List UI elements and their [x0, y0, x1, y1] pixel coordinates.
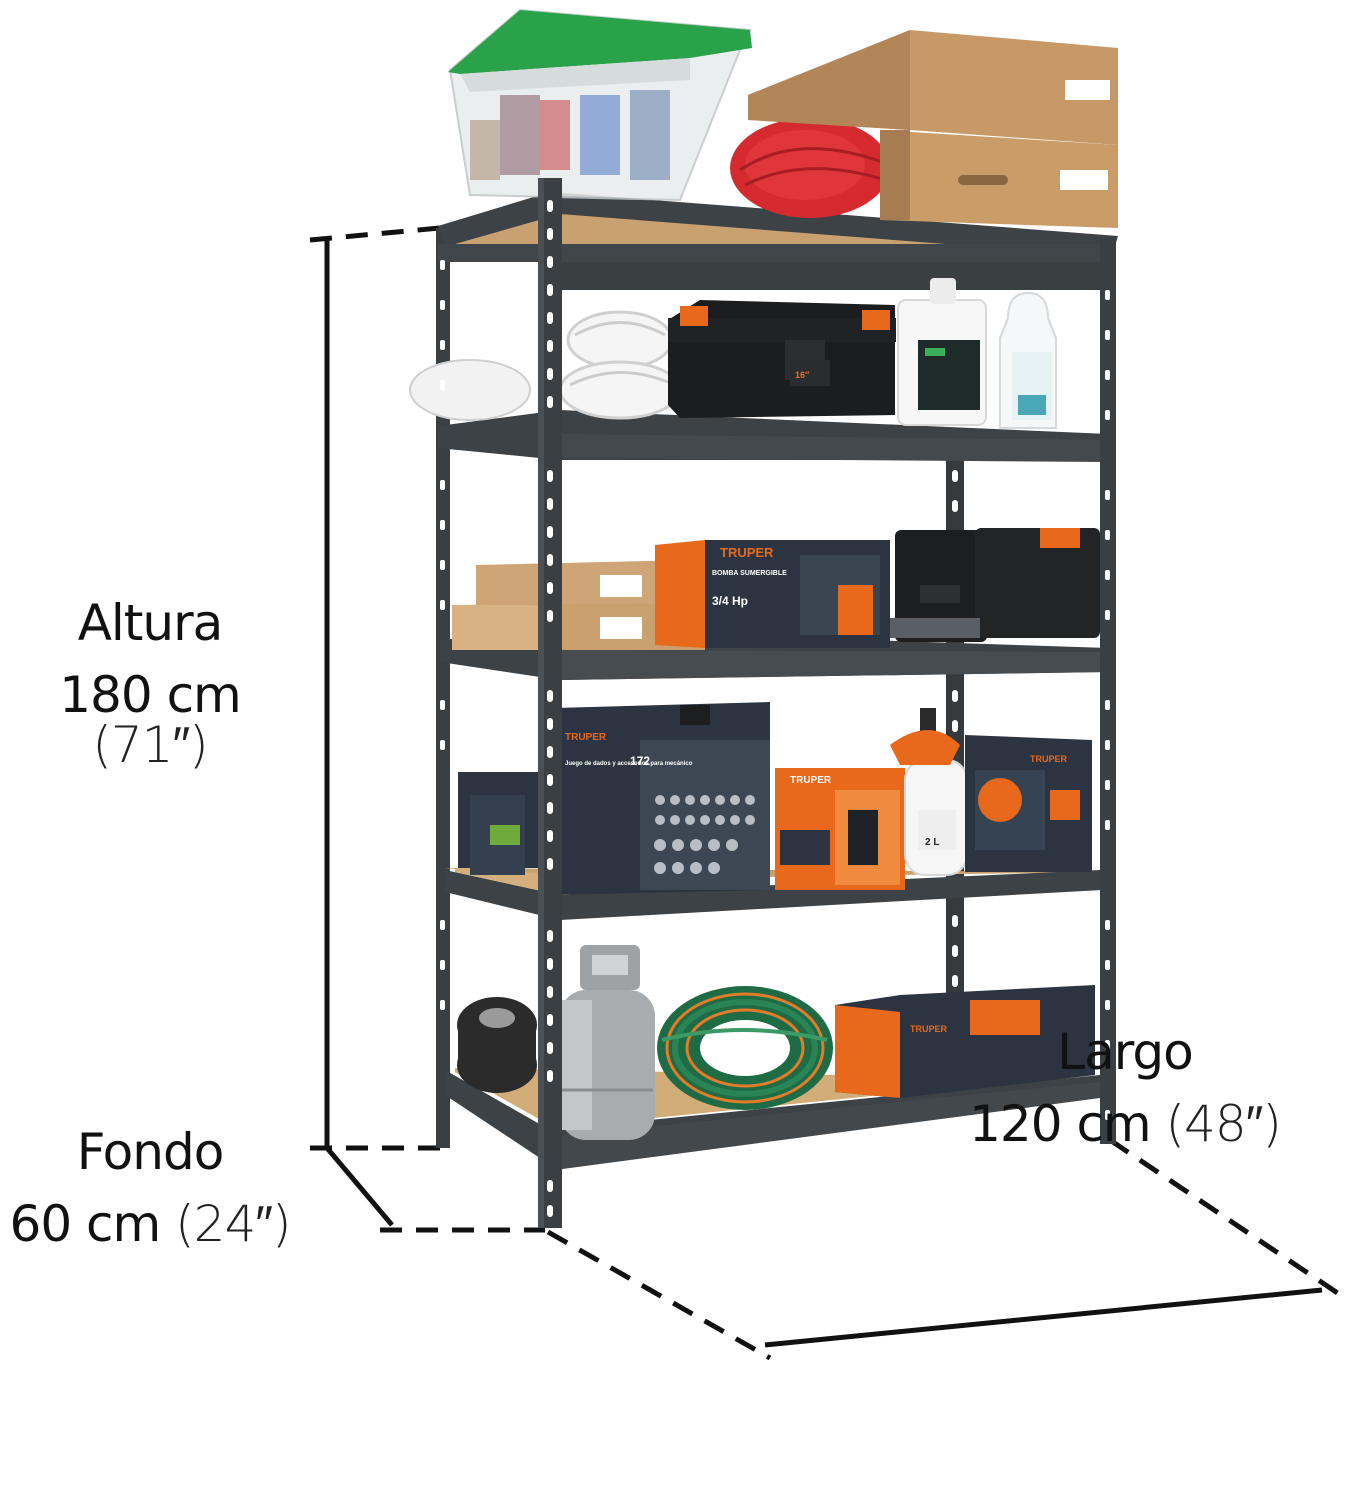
garden-hose	[657, 986, 833, 1110]
depth-label: Fondo	[76, 1123, 225, 1181]
width-dimension-label: Largo 120 cm (48″)	[960, 1027, 1290, 1149]
cardboard-boxes-top	[748, 30, 1118, 228]
detergent-bottle	[999, 291, 1057, 429]
socket-box-title: Juego de dados y accesorios para mecánic…	[565, 761, 693, 767]
pump-box-title: BOMBA SUMERGIBLE	[712, 570, 787, 577]
height-label: Altura	[77, 594, 224, 652]
pump-box-power: 3/4 Hp	[712, 594, 748, 608]
height-metric: 180 cm	[59, 666, 242, 724]
depth-line	[325, 1146, 394, 1227]
depth-value: 60 cm (24″)	[0, 1199, 300, 1249]
red-blanket	[730, 118, 891, 218]
socket-set-box: TRUPER Juego de dados y accesorios para …	[555, 702, 770, 895]
black-toolbox: 16″	[668, 300, 896, 418]
width-value: 120 cm (48″)	[960, 1099, 1290, 1149]
width-right-dash	[1108, 1137, 1347, 1301]
drill-box: TRUPER	[775, 768, 905, 890]
width-label: Largo	[1057, 1023, 1194, 1081]
toolboxes-pair	[890, 528, 1100, 642]
rope-coils	[409, 310, 682, 421]
white-jug	[897, 278, 987, 426]
front-upright-left	[538, 178, 562, 1228]
pump-box-brand: TRUPER	[720, 545, 774, 560]
depth-dimension-label: Fondo 60 cm (24″)	[0, 1127, 300, 1249]
cardboard-boxes-middle	[452, 560, 705, 650]
pump-box: TRUPER BOMBA SUMERGIBLE 3/4 Hp	[655, 540, 890, 648]
width-metric: 120 cm	[969, 1095, 1152, 1153]
sprayer-volume: 2 L	[925, 837, 939, 848]
height-top-dash	[309, 225, 441, 243]
sprayer: 2 L	[890, 708, 968, 876]
shelf-2	[438, 410, 1108, 462]
toolbox-size-text: 16″	[795, 370, 810, 380]
height-dimension-label: Altura 180 cm (71″)	[0, 598, 300, 770]
drill-box-brand: TRUPER	[790, 775, 832, 786]
depth-imperial: (24″)	[175, 1195, 291, 1253]
height-imperial: (71″)	[92, 716, 208, 774]
gas-cylinder	[560, 945, 655, 1140]
flat-tool-box: TRUPER	[835, 985, 1095, 1098]
dimension-lines	[309, 225, 1347, 1361]
width-left-dash	[546, 1229, 772, 1361]
height-value: 180 cm (71″)	[0, 670, 300, 770]
storage-bin	[448, 8, 752, 202]
front-upright-right	[1100, 236, 1116, 1144]
blower-box: TRUPER	[965, 735, 1092, 872]
socket-box-brand: TRUPER	[565, 732, 607, 743]
width-line	[764, 1287, 1323, 1348]
shelf-1	[438, 192, 1118, 290]
blower-box-brand: TRUPER	[1030, 754, 1068, 764]
depth-metric: 60 cm	[9, 1195, 162, 1253]
flat-box-brand: TRUPER	[910, 1024, 948, 1034]
width-imperial: (48″)	[1165, 1095, 1282, 1153]
tires	[457, 997, 537, 1093]
socket-box-count: 172	[630, 754, 650, 768]
back-upright-middle-holes	[952, 470, 958, 987]
front-upright-left-back	[440, 260, 445, 1010]
